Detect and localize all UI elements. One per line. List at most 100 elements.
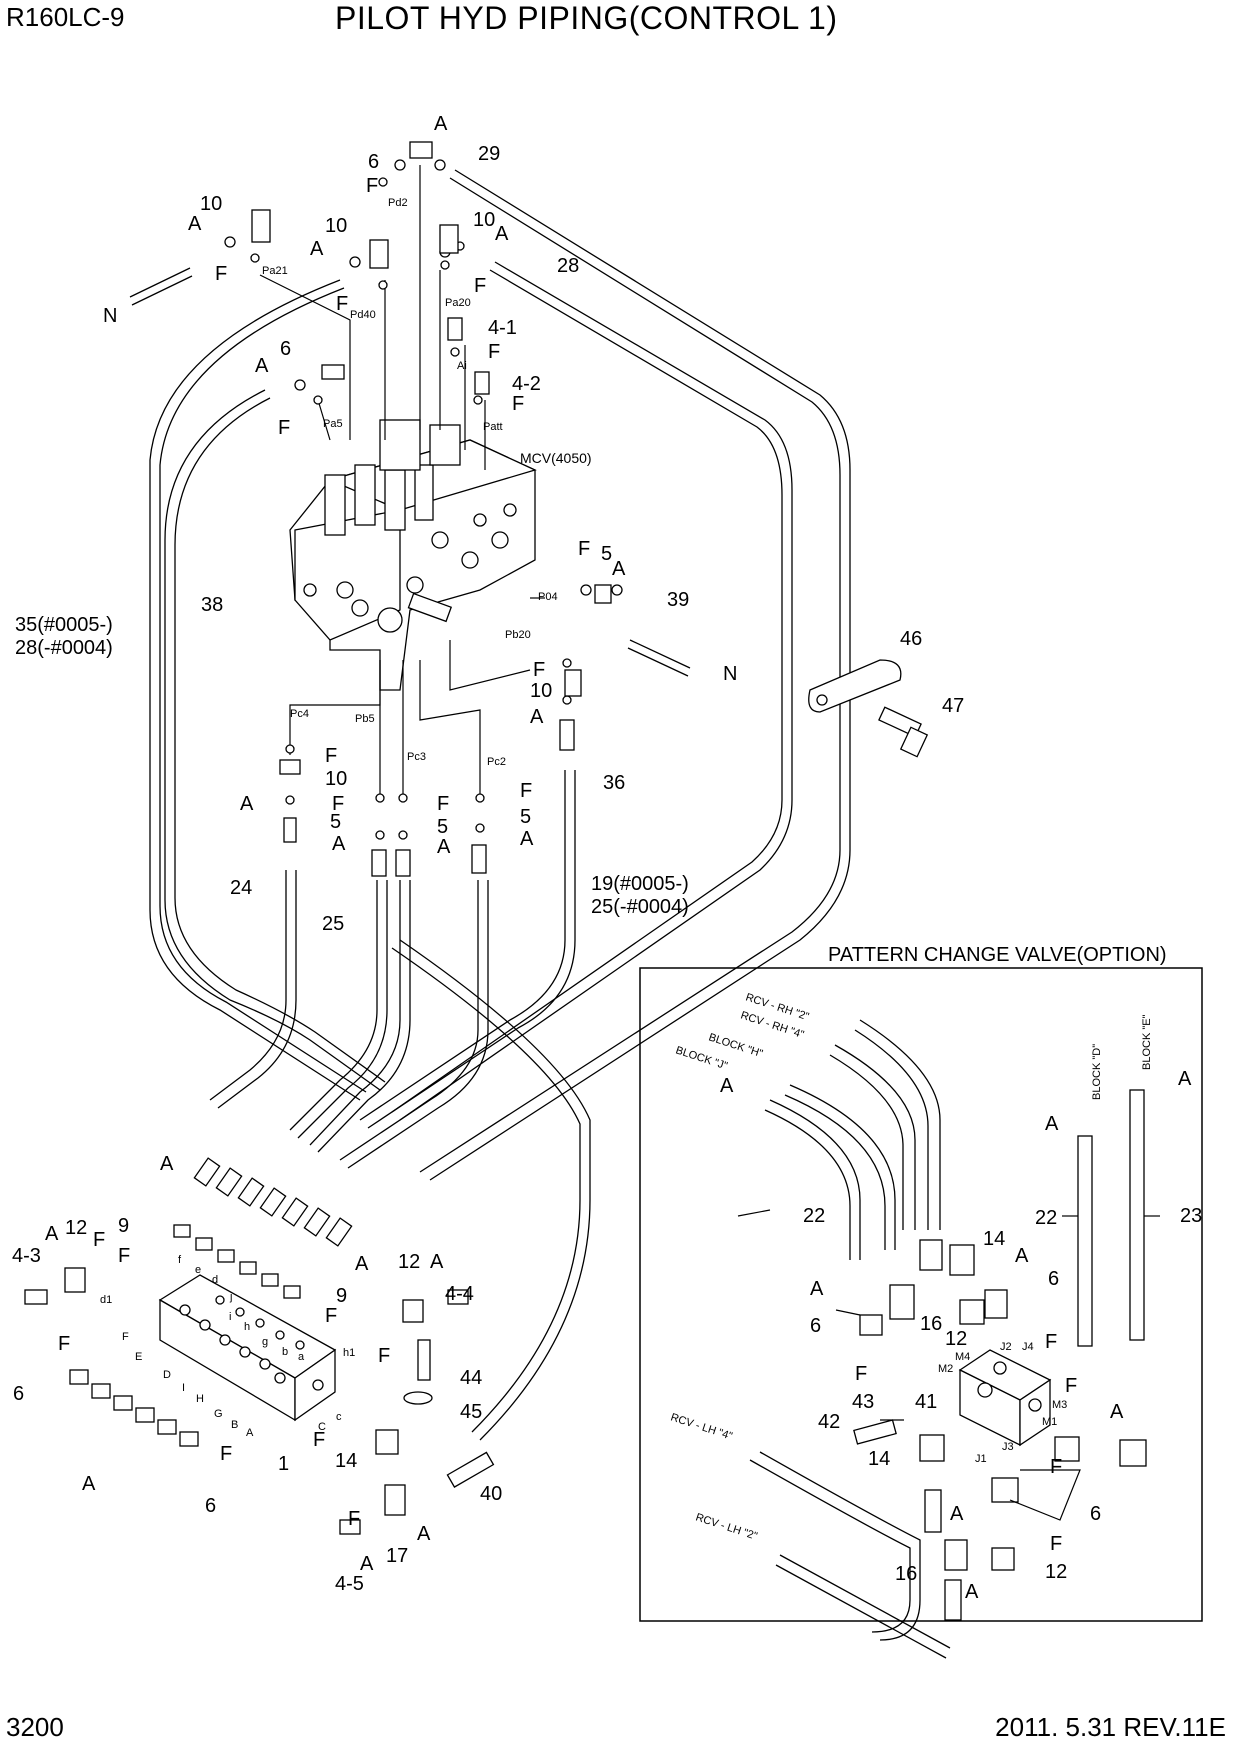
svg-text:g: g [262, 1336, 268, 1348]
letter-a: A [530, 706, 544, 728]
svg-text:BLOCK "J": BLOCK "J" [674, 1044, 729, 1072]
svg-text:F: F [122, 1331, 129, 1343]
letter-n: N [103, 305, 117, 327]
letter-f: F [1050, 1533, 1062, 1555]
port-pa5: Pa5 [323, 418, 343, 430]
svg-text:I: I [182, 1382, 185, 1394]
part-44-label: 44 [460, 1367, 482, 1389]
part-6-label: 6 [280, 338, 291, 360]
letter-a: A [1178, 1068, 1192, 1090]
port-pd2: Pd2 [388, 197, 408, 209]
part-19-label: 19(#0005-) [591, 873, 689, 895]
port-h1: h1 [343, 1347, 355, 1359]
svg-text:J3: J3 [1002, 1441, 1014, 1453]
svg-text:M3: M3 [1052, 1399, 1067, 1411]
letter-f: F [520, 780, 532, 802]
part-43-label: 43 [852, 1391, 874, 1413]
part-10-label: 10 [325, 215, 347, 237]
part-14-label: 14 [983, 1228, 1005, 1250]
letter-a: A [810, 1278, 824, 1300]
letter-a: A [495, 223, 509, 245]
part-39-label: 39 [667, 589, 689, 611]
letter-a: A [1110, 1401, 1124, 1423]
letter-f: F [488, 341, 500, 363]
part-4-2-label: 4-2 [512, 373, 541, 395]
part-41-label: 41 [915, 1391, 937, 1413]
part-6-label: 6 [1048, 1268, 1059, 1290]
svg-text:BLOCK "E": BLOCK "E" [1141, 1014, 1153, 1070]
mcv-valve [289, 419, 537, 691]
port-pc3: Pc3 [407, 751, 426, 763]
letter-f: F [118, 1245, 130, 1267]
part-4-5-label: 4-5 [335, 1573, 364, 1595]
svg-text:f: f [178, 1254, 182, 1266]
letter-a: A [437, 836, 451, 858]
part-22-label: 22 [803, 1205, 825, 1227]
letter-f: F [220, 1443, 232, 1465]
part-4-4-label: 4-4 [445, 1283, 474, 1305]
port-patt: Patt [483, 421, 503, 433]
port-pc4: Pc4 [290, 708, 309, 720]
letter-a: A [360, 1553, 374, 1575]
letter-f: F [93, 1229, 105, 1251]
letter-a: A [1045, 1113, 1059, 1135]
svg-text:RCV - LH "2": RCV - LH "2" [694, 1511, 759, 1542]
part-47-label: 47 [942, 695, 964, 717]
letter-a: A [1015, 1245, 1029, 1267]
port-labels: Pd2 Pa21 Pd40 Pa20 Ai Patt Pa5 P04 Pb20 … [100, 197, 592, 1359]
letter-f: F [533, 659, 545, 681]
part-10-label: 10 [200, 193, 222, 215]
port-pb20: Pb20 [505, 629, 531, 641]
letter-f: F [1050, 1456, 1062, 1478]
part-22-label: 22 [1035, 1207, 1057, 1229]
part-12-label: 12 [945, 1328, 967, 1350]
svg-text:RCV - LH "4": RCV - LH "4" [669, 1411, 734, 1442]
part-17-label: 17 [386, 1545, 408, 1567]
part-10-label: 10 [325, 768, 347, 790]
clamp-46 [808, 659, 902, 713]
port-pd40: Pd40 [350, 309, 376, 321]
svg-text:BLOCK "D": BLOCK "D" [1091, 1044, 1103, 1100]
svg-text:B: B [231, 1419, 238, 1431]
part-10-label: 10 [473, 209, 495, 231]
block-fittings [24, 1267, 495, 1535]
part-19b-label: 25(-#0004) [591, 896, 689, 918]
letter-n: N [723, 663, 737, 685]
part-12-label: 12 [398, 1251, 420, 1273]
letter-f: F [512, 393, 524, 415]
letter-a: A [430, 1251, 444, 1273]
fittings [224, 141, 623, 877]
svg-text:i: i [229, 1311, 231, 1323]
letter-f: F [58, 1333, 70, 1355]
part-5-label: 5 [330, 811, 341, 833]
part-40-label: 40 [480, 1483, 502, 1505]
port-d1: d1 [100, 1294, 112, 1306]
svg-text:d: d [212, 1274, 218, 1286]
letter-a: A [417, 1523, 431, 1545]
letter-f: F [278, 417, 290, 439]
letter-f: F [325, 745, 337, 767]
part-23-label: 23 [1180, 1205, 1202, 1227]
part-14-label: 14 [868, 1448, 890, 1470]
letter-a: A [310, 238, 324, 260]
page-number: 3200 [6, 1712, 64, 1742]
bolt-47 [878, 706, 929, 758]
hose-lines [129, 169, 851, 1441]
letter-a: A [520, 828, 534, 850]
letter-labels: A F A F N A F A F F F A F F A N F A F A … [45, 113, 737, 1575]
part-10-label: 10 [530, 680, 552, 702]
pattern-change-panel [639, 967, 1203, 1659]
part-5-label: 5 [520, 806, 531, 828]
letter-a: A [332, 833, 346, 855]
letter-a: A [355, 1253, 369, 1275]
block-port-letters: f e d j i h g b a F E D I H G B A c C [122, 1254, 342, 1439]
part-number-labels: 6 29 10 10 10 28 4-1 4-2 6 5 39 46 47 38… [12, 143, 964, 1595]
letter-a: A [965, 1581, 979, 1603]
port-pc2: Pc2 [487, 756, 506, 768]
part-12-label: 12 [65, 1217, 87, 1239]
port-pb5: Pb5 [355, 713, 375, 725]
part-46-label: 46 [900, 628, 922, 650]
letter-f: F [366, 175, 378, 197]
letter-f: F [578, 538, 590, 560]
part-36-label: 36 [603, 772, 625, 794]
